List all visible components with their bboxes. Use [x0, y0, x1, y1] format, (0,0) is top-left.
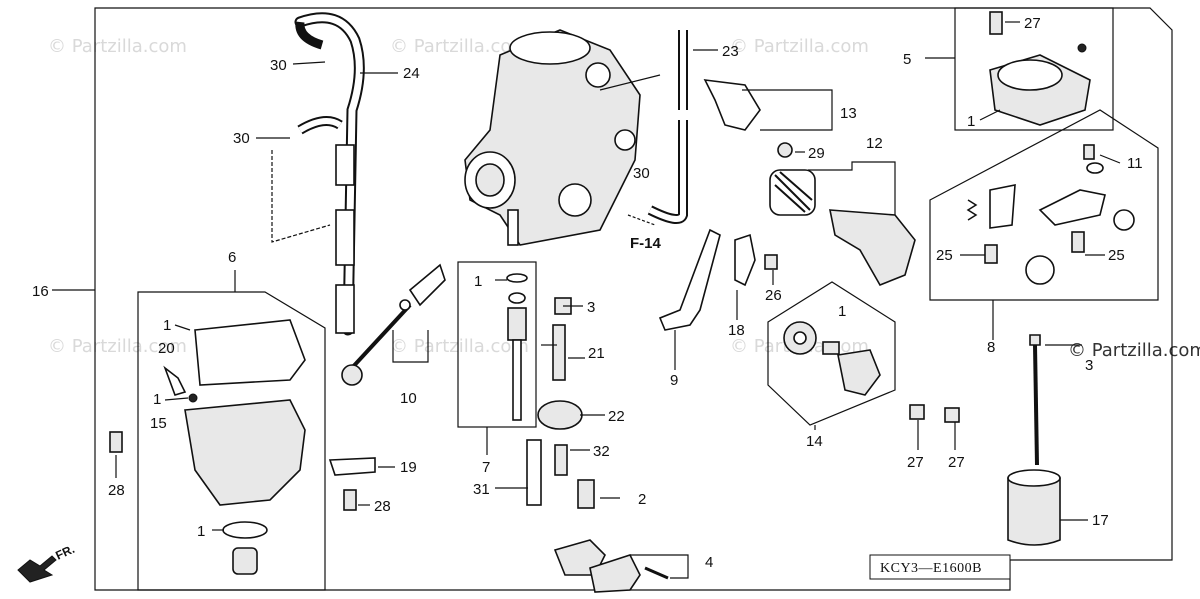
- callout-25: 25: [936, 247, 953, 264]
- section-reference: F-14: [630, 235, 662, 252]
- callout-15: 15: [150, 415, 167, 432]
- callout-13: 13: [840, 105, 857, 122]
- diagram-code-box: KCY3—E1600B: [869, 554, 1011, 580]
- choke-parts: [966, 144, 1135, 285]
- callout-6: 6: [228, 249, 236, 266]
- top-cover: [989, 11, 1091, 126]
- callout-1: 1: [163, 317, 171, 334]
- callout-4: 4: [705, 554, 713, 571]
- callout-1: 1: [197, 523, 205, 540]
- watermark-corner: © Partzilla.com: [1068, 340, 1200, 361]
- callout-27: 27: [1024, 15, 1041, 32]
- callout-2: 2: [638, 491, 646, 508]
- frame-7: [457, 261, 537, 428]
- callout-1: 1: [153, 391, 161, 408]
- callout-28: 28: [374, 498, 391, 515]
- callout-25: 25: [1108, 247, 1125, 264]
- callout-16: 16: [32, 283, 49, 300]
- callout-7: 7: [482, 459, 490, 476]
- diagram-code: KCY3—E1600B: [880, 561, 982, 576]
- watermark: © Partzilla.com: [390, 336, 529, 357]
- frame-5: [954, 7, 1114, 131]
- callout-23: 23: [722, 43, 739, 60]
- leader: [271, 150, 331, 243]
- callout-32: 32: [593, 443, 610, 460]
- callout-9: 9: [670, 372, 678, 389]
- callout-28: 28: [108, 482, 125, 499]
- hose-segment: [335, 209, 355, 266]
- callout-11: 11: [1127, 155, 1143, 172]
- return-spring: [769, 169, 916, 287]
- direction-label: FR.: [53, 542, 76, 563]
- callout-21: 21: [588, 345, 605, 362]
- callout-8: 8: [987, 339, 995, 356]
- throttle-lever: [658, 228, 778, 331]
- leader: [392, 330, 429, 363]
- callout-26: 26: [765, 287, 782, 304]
- callout-24: 24: [403, 65, 420, 82]
- callout-3: 3: [1085, 357, 1093, 374]
- watermark: © Partzilla.com: [730, 36, 869, 57]
- float-bowl: [109, 319, 376, 575]
- needle-jet-parts: [506, 273, 595, 509]
- callout-labels: 16 30 24 30 23 13 29 12 30 5 27 1 11 25 …: [32, 15, 1143, 571]
- callout-17: 17: [1092, 512, 1109, 529]
- accelerator-pump: [783, 321, 960, 423]
- callout-1: 1: [838, 303, 846, 320]
- callout-18: 18: [728, 322, 745, 339]
- callout-1: 1: [967, 113, 975, 130]
- callout-14: 14: [806, 433, 823, 450]
- callout-12: 12: [866, 135, 883, 152]
- callout-27: 27: [948, 454, 965, 471]
- frame-6: [137, 291, 326, 591]
- callout-19: 19: [400, 459, 417, 476]
- hose-segment: [335, 144, 355, 186]
- leader-lines: [52, 21, 1121, 531]
- callout-20: 20: [158, 340, 175, 357]
- leader: [630, 554, 689, 579]
- cable-bracket: [703, 79, 793, 158]
- frame-8: [929, 109, 1159, 301]
- leader: [742, 89, 833, 131]
- watermark: © Partzilla.com: [48, 36, 187, 57]
- hose-segment: [335, 284, 355, 334]
- front-direction-arrow: FR.: [17, 542, 77, 583]
- float-assembly: [553, 539, 669, 593]
- jet-needle: [1007, 334, 1061, 546]
- carburetor-body: [464, 29, 661, 246]
- throttle-stop-screw: [341, 263, 446, 386]
- callout-31: 31: [473, 481, 490, 498]
- callout-1: 1: [474, 273, 482, 290]
- leader: [627, 214, 656, 226]
- callout-3: 3: [587, 299, 595, 316]
- callout-30: 30: [233, 130, 250, 147]
- callout-30: 30: [633, 165, 650, 182]
- callout-5: 5: [903, 51, 911, 68]
- fuel-hose-24: [294, 12, 365, 336]
- watermark: © Partzilla.com: [390, 36, 529, 57]
- frame-14: [767, 281, 896, 426]
- watermark: © Partzilla.com: [48, 336, 187, 357]
- callout-29: 29: [808, 145, 825, 162]
- callout-22: 22: [608, 408, 625, 425]
- callout-30: 30: [270, 57, 287, 74]
- callout-10: 10: [400, 390, 417, 407]
- callout-27: 27: [907, 454, 924, 471]
- leader: [808, 161, 896, 215]
